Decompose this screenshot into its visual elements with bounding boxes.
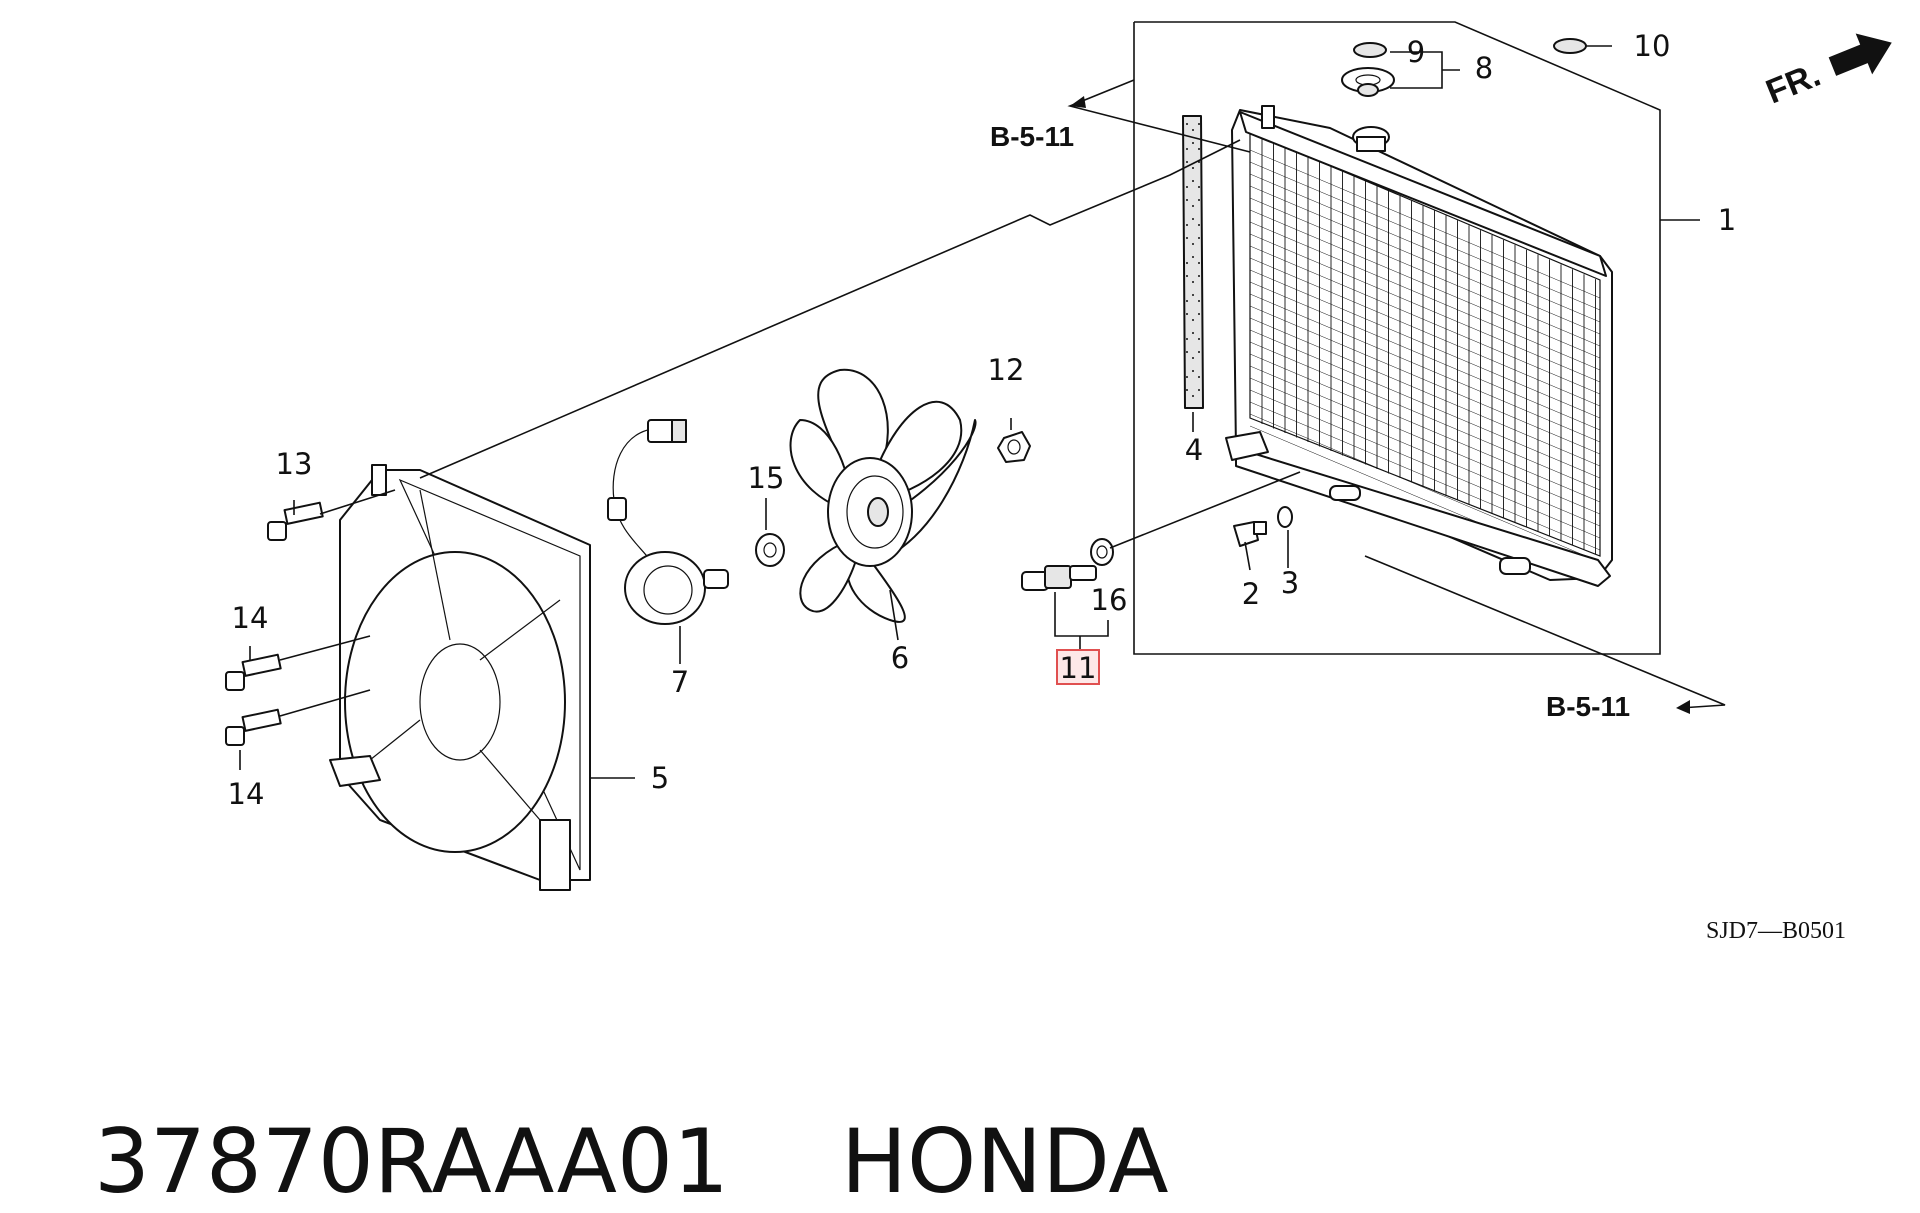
callouts: 1 2 3 4 5 6 7 8 9 10 11 12 13 14 14 15 1… bbox=[228, 29, 1737, 811]
sensor-washer[interactable] bbox=[1090, 538, 1114, 566]
callout-11[interactable]: 11 bbox=[1060, 651, 1097, 685]
callout-7[interactable]: 7 bbox=[671, 665, 689, 699]
highlight-box bbox=[1056, 649, 1100, 685]
front-label: FR. bbox=[1761, 56, 1826, 112]
brand-name: HONDA bbox=[840, 1110, 1169, 1213]
shroud-bolt-lower[interactable] bbox=[225, 708, 282, 746]
part-number: 37870RAAA01 bbox=[93, 1110, 729, 1213]
front-direction-indicator: FR. bbox=[1761, 33, 1892, 112]
front-arrow-icon bbox=[1828, 33, 1892, 76]
callout-13[interactable]: 13 bbox=[276, 447, 313, 481]
part-title: 37870RAAA01 HONDA bbox=[38, 1012, 1169, 1212]
callout-2[interactable]: 2 bbox=[1242, 577, 1260, 611]
callout-12[interactable]: 12 bbox=[988, 353, 1025, 387]
callout-16[interactable]: 16 bbox=[1091, 583, 1128, 617]
cooling-fan[interactable] bbox=[789, 368, 977, 623]
fan-shroud[interactable] bbox=[329, 464, 591, 891]
radiator-cap[interactable] bbox=[1341, 67, 1395, 97]
spacer[interactable] bbox=[755, 533, 785, 567]
callout-10[interactable]: 10 bbox=[1634, 29, 1671, 63]
fan-motor[interactable] bbox=[607, 419, 729, 625]
seal-strip[interactable] bbox=[1182, 115, 1204, 409]
drain-o-ring[interactable] bbox=[1277, 506, 1293, 528]
cap-seal[interactable] bbox=[1553, 38, 1587, 54]
assembly-bracket bbox=[1133, 21, 1700, 655]
coolant-temperature-sensor[interactable] bbox=[1021, 565, 1097, 591]
parts-diagram: 1 2 3 4 5 6 7 8 9 10 11 12 13 14 14 15 1… bbox=[225, 21, 1892, 944]
callout-5[interactable]: 5 bbox=[651, 761, 669, 795]
shroud-bolt-middle[interactable] bbox=[225, 653, 282, 691]
fan-nut[interactable] bbox=[997, 431, 1031, 463]
callout-14-lower[interactable]: 14 bbox=[228, 777, 265, 811]
callout-15[interactable]: 15 bbox=[748, 461, 785, 495]
shroud-bolt-upper[interactable] bbox=[267, 501, 324, 541]
callout-6[interactable]: 6 bbox=[891, 641, 909, 675]
callout-3[interactable]: 3 bbox=[1281, 566, 1299, 600]
callout-4[interactable]: 4 bbox=[1185, 433, 1203, 467]
callout-14-upper[interactable]: 14 bbox=[232, 601, 269, 635]
callout-8[interactable]: 8 bbox=[1475, 51, 1493, 85]
cap-gasket[interactable] bbox=[1353, 42, 1387, 58]
callout-1[interactable]: 1 bbox=[1718, 203, 1736, 237]
radiator[interactable] bbox=[1225, 105, 1613, 587]
drain-plug[interactable] bbox=[1233, 521, 1267, 547]
callout-9[interactable]: 9 bbox=[1407, 35, 1425, 69]
reference-top[interactable]: B-5-11 bbox=[990, 121, 1074, 152]
reference-bottom[interactable]: B-5-11 bbox=[1546, 691, 1630, 722]
leader-lines bbox=[239, 45, 1726, 779]
diagram-code: SJD7—B0501 bbox=[1706, 918, 1846, 944]
